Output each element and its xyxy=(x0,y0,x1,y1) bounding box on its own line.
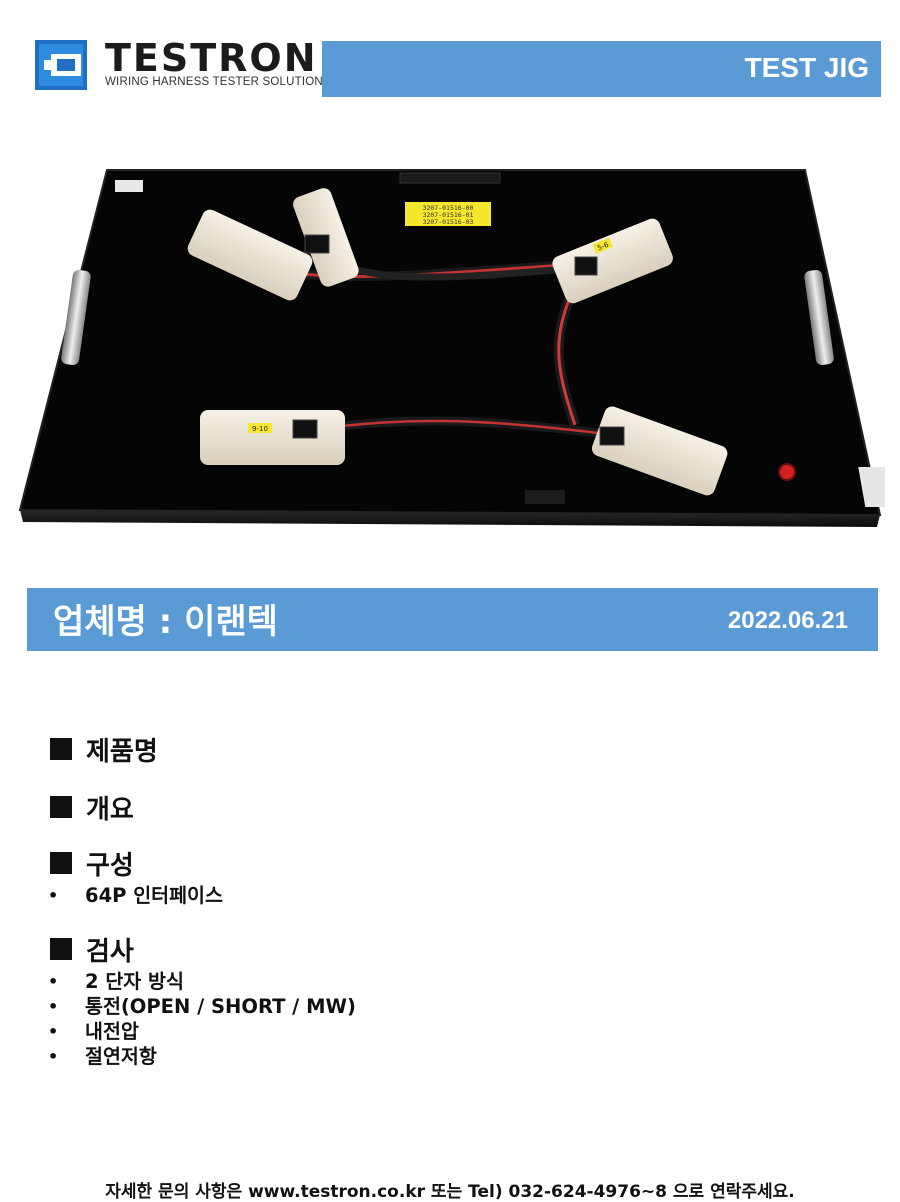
section-title: 검사 xyxy=(86,936,134,967)
section-title: 제품명 xyxy=(86,736,158,767)
title-banner: TEST JIG xyxy=(322,41,881,97)
bullet-square-icon xyxy=(50,852,72,874)
section-title: 개요 xyxy=(86,794,134,825)
list-item: •2 단자 방식 xyxy=(48,970,184,993)
bullet-square-icon xyxy=(50,738,72,760)
company-logo: TESTRON WIRING HARNESS TESTER SOLUTIONS xyxy=(35,36,331,94)
connector-tag-9-10: 9-10 xyxy=(252,425,268,433)
brand-tagline: WIRING HARNESS TESTER SOLUTIONS xyxy=(105,76,331,88)
company-banner: 업체명 : 이랜텍 2022.06.21 xyxy=(27,588,878,651)
bullet-square-icon xyxy=(50,938,72,960)
section-title: 구성 xyxy=(86,850,134,881)
jig-label-line-1: 3207-01516-00 xyxy=(423,204,474,212)
testron-logo-icon xyxy=(35,40,87,90)
section-product-name: 제품명 xyxy=(50,731,158,767)
company-name: 업체명 : 이랜텍 xyxy=(53,602,278,642)
connector-tag-5-6: 5-6 xyxy=(596,240,610,252)
document-date: 2022.06.21 xyxy=(727,607,848,634)
document-type-label: TEST JIG xyxy=(744,52,869,83)
section-overview: 개요 xyxy=(50,789,134,825)
brand-name: TESTRON xyxy=(105,36,318,80)
list-item: •내전압 xyxy=(48,1020,139,1043)
list-item: •64P 인터페이스 xyxy=(48,884,223,907)
jig-label-line-3: 3207-01516-03 xyxy=(423,218,474,226)
section-composition: 구성 •64P 인터페이스 xyxy=(48,845,223,908)
list-item: •통전(OPEN / SHORT / MW) xyxy=(48,995,356,1018)
section-inspection: 검사 •2 단자 방식 •통전(OPEN / SHORT / MW) •내전압 … xyxy=(48,931,356,1069)
contact-footer: 자세한 문의 사항은 www.testron.co.kr 또는 Tel) 032… xyxy=(105,1182,795,1202)
list-item: •절연저항 xyxy=(48,1045,157,1068)
jig-label-line-2: 3207-01516-01 xyxy=(423,211,474,219)
test-jig-photo: 3207-01516-00 3207-01516-01 3207-01516-0… xyxy=(18,169,885,527)
bullet-square-icon xyxy=(50,796,72,818)
